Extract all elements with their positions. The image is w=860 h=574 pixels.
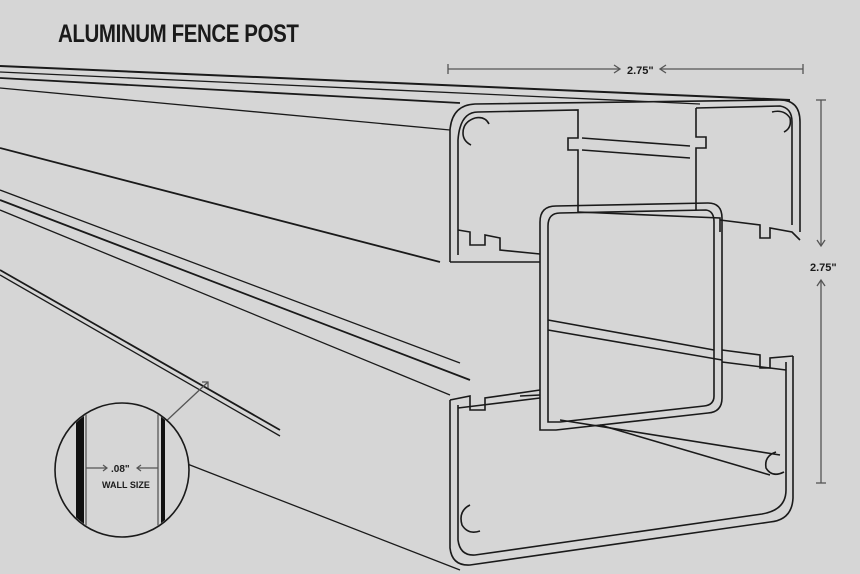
- post-body-lines: [0, 65, 791, 571]
- wall-size-caption: WALL SIZE: [102, 480, 150, 490]
- wall-thickness-label: .08": [111, 464, 130, 475]
- diagram-title: ALUMINUM FENCE POST: [58, 20, 299, 48]
- width-dimension-line: [447, 64, 804, 74]
- center-tube: [539, 202, 723, 431]
- height-dimension-line: [816, 99, 826, 484]
- wall-size-magnifier: [54, 402, 190, 538]
- lower-profile: [449, 349, 794, 566]
- upper-profile: [449, 99, 801, 263]
- height-label: 2.75": [810, 262, 837, 274]
- width-label: 2.75": [627, 65, 654, 77]
- callout-leader: [161, 381, 209, 426]
